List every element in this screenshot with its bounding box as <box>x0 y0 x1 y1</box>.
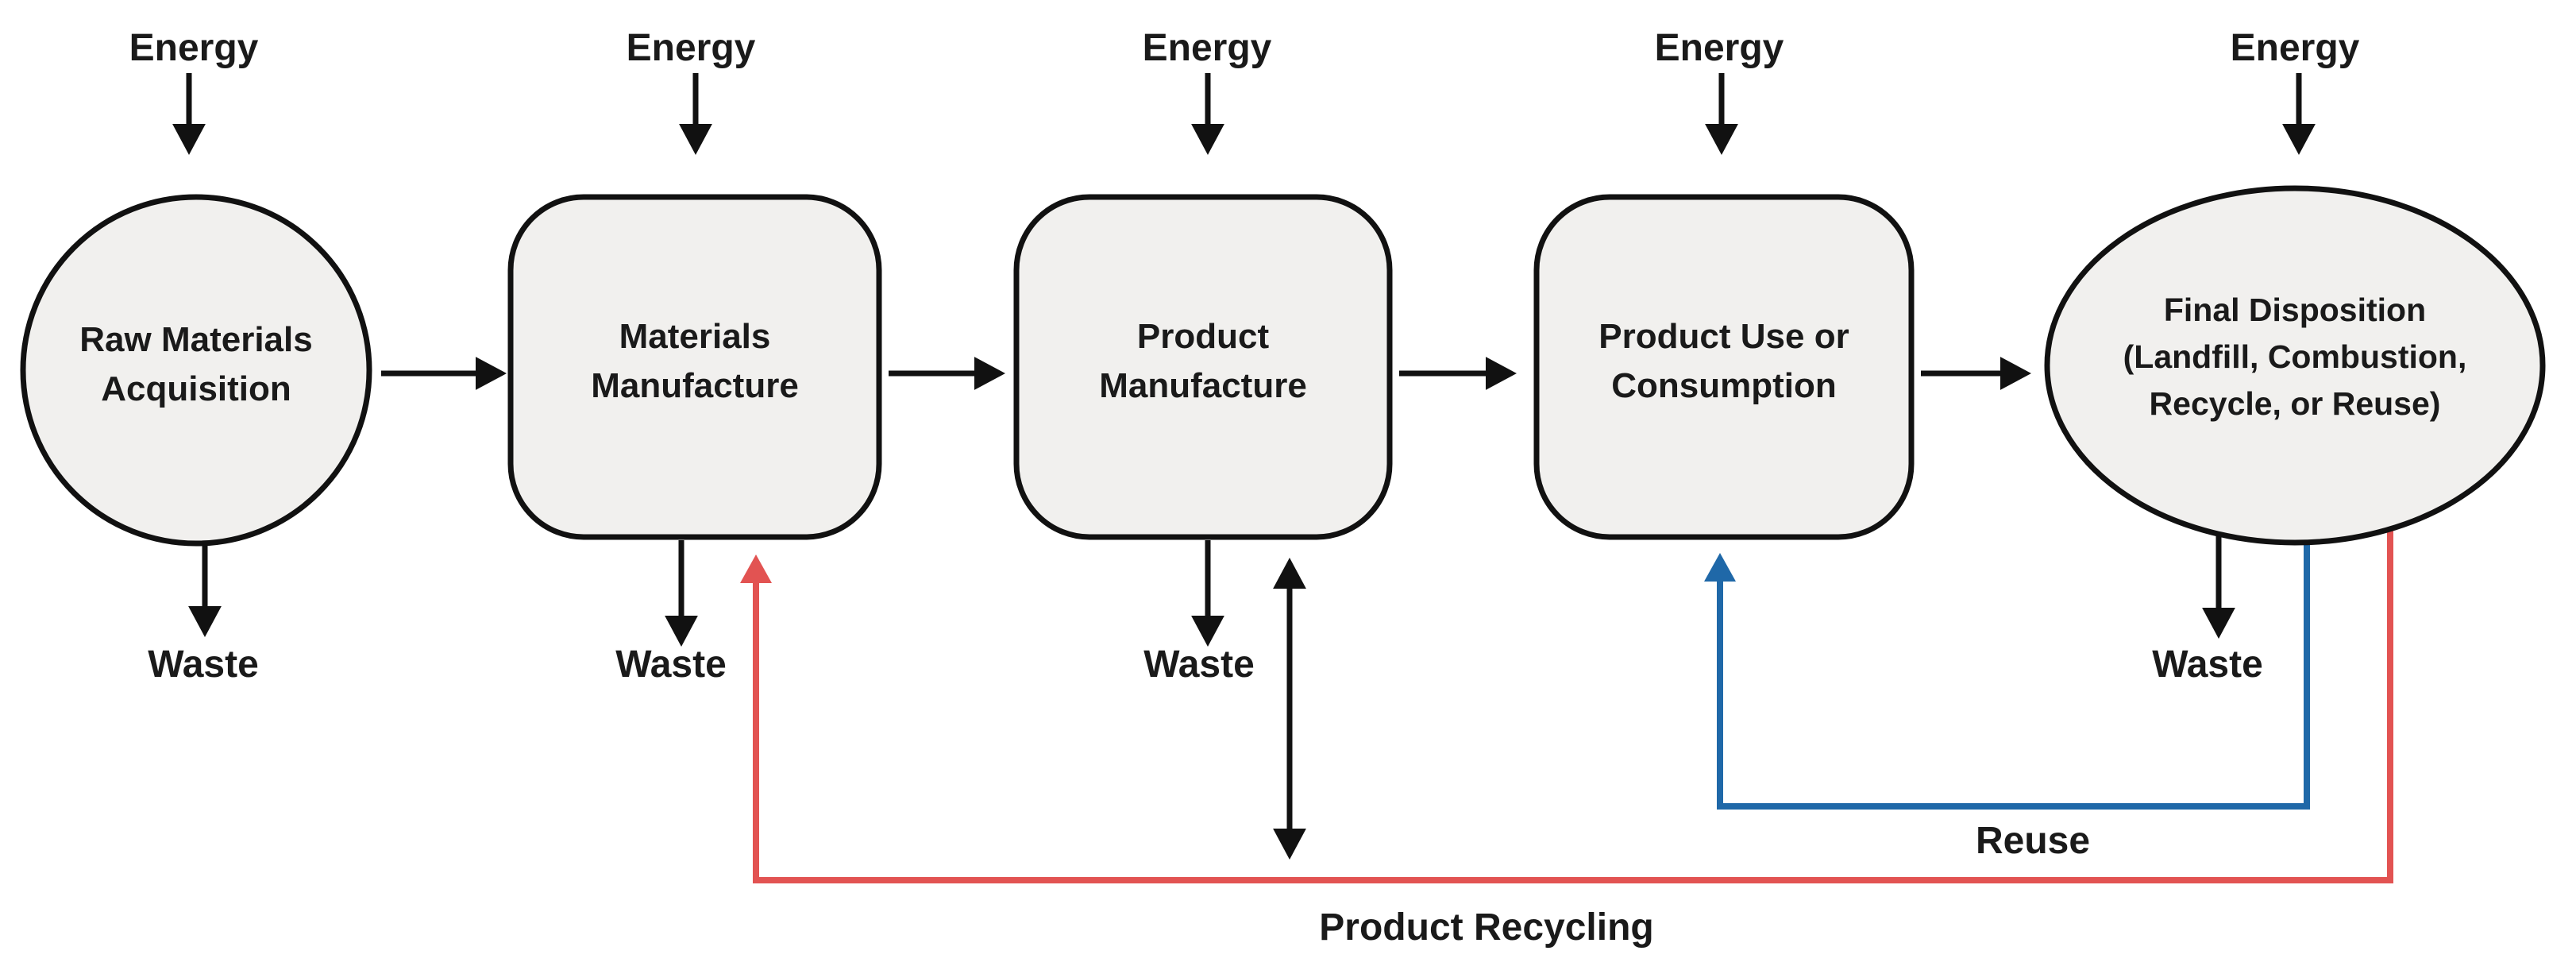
waste-label: Waste <box>615 643 727 686</box>
product-recycling-label: Product Recycling <box>1319 906 1653 949</box>
node-label-line: Manufacture <box>591 366 799 405</box>
energy-label: Energy <box>1655 27 1784 69</box>
node-label-line: Final Disposition <box>2164 292 2426 328</box>
node-label-line: Materials <box>619 317 771 356</box>
product-recycling-path <box>740 526 2393 883</box>
energy-label: Energy <box>2231 27 2360 69</box>
waste-label: Waste <box>2152 643 2263 686</box>
node-label-line: Manufacture <box>1099 366 1307 405</box>
waste-label: Waste <box>1143 643 1255 686</box>
waste-label: Waste <box>148 643 259 686</box>
node-label-line: Product Use or <box>1598 317 1849 356</box>
node-product-use-or-consumption <box>1533 194 1915 540</box>
node-final-disposition <box>2044 185 2546 546</box>
node-raw-materials-acquisition <box>20 194 372 547</box>
reuse-label: Reuse <box>1976 820 2090 862</box>
node-label-line: (Landfill, Combustion, <box>2123 338 2467 375</box>
node-materials-manufacture <box>507 194 882 540</box>
node-label-line: Recycle, or Reuse) <box>2150 385 2441 422</box>
reuse-path <box>1704 543 2310 810</box>
node-label-line: Acquisition <box>101 369 291 408</box>
node-label-line: Raw Materials <box>79 320 312 359</box>
energy-label: Energy <box>129 27 259 69</box>
energy-label: Energy <box>1143 27 1272 69</box>
node-label-line: Consumption <box>1611 366 1837 405</box>
node-label-line: Product <box>1137 317 1270 356</box>
energy-label: Energy <box>627 27 756 69</box>
node-product-manufacture <box>1013 194 1393 540</box>
